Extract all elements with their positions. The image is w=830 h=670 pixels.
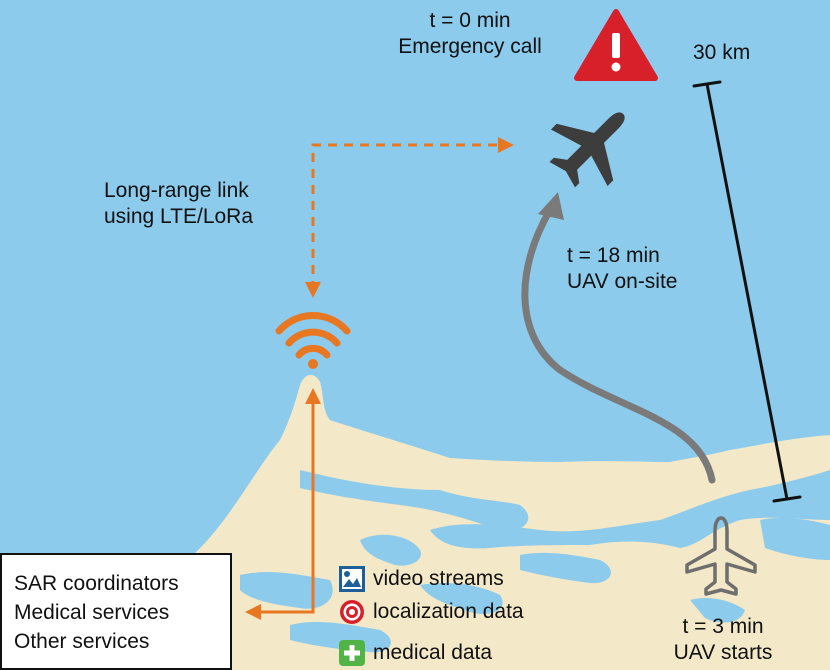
- on-site-text: UAV on-site: [567, 270, 678, 293]
- service-item: Other services: [14, 630, 150, 653]
- airplane-outline-icon: [685, 516, 757, 596]
- wifi-icon: [275, 311, 351, 359]
- link-arrowhead-right: [498, 137, 514, 153]
- image-icon: [339, 566, 365, 592]
- link-label-line1: Long-range link: [104, 179, 249, 202]
- services-arrowhead-up: [305, 388, 321, 404]
- emergency-text: Emergency call: [398, 35, 542, 58]
- legend-label: medical data: [373, 641, 493, 664]
- on-site-time: t = 18 min: [567, 244, 660, 267]
- service-item: SAR coordinators: [14, 572, 179, 595]
- services-arrowhead-left: [245, 604, 261, 620]
- link-label-line2: using LTE/LoRa: [104, 205, 254, 228]
- legend-label: localization data: [373, 600, 524, 623]
- wifi-dot: [308, 359, 318, 369]
- long-range-link-path: [311, 143, 500, 290]
- services-link: [260, 400, 315, 614]
- legend-item-medical: medical data: [339, 639, 492, 667]
- emergency-time: t = 0 min: [429, 9, 511, 32]
- link-arrowhead-down: [305, 282, 321, 298]
- link-label: Long-range link using LTE/LoRa: [104, 178, 253, 230]
- flight-path: [521, 206, 716, 484]
- scale-label: 30 km: [693, 41, 751, 64]
- airplane-icon: [549, 112, 625, 188]
- on-site-label: t = 18 min UAV on-site: [567, 243, 678, 295]
- start-time: t = 3 min: [682, 615, 764, 638]
- scale-bar: [692, 80, 802, 503]
- start-text: UAV starts: [673, 641, 773, 664]
- target-icon: [340, 600, 364, 624]
- services-box: SAR coordinators Medical services Other …: [0, 553, 232, 670]
- start-label: t = 3 min UAV starts: [658, 614, 788, 666]
- lagoon-water: [240, 470, 830, 653]
- legend-item-video: video streams: [339, 565, 504, 593]
- service-item: Medical services: [14, 601, 170, 624]
- emergency-label: t = 0 min Emergency call: [390, 8, 550, 60]
- legend-label: video streams: [373, 567, 504, 590]
- legend-item-localization: localization data: [339, 598, 524, 626]
- medical-cross-icon: [339, 640, 365, 666]
- flight-path-arrowhead: [538, 192, 564, 220]
- warning-triangle-icon: [574, 9, 658, 81]
